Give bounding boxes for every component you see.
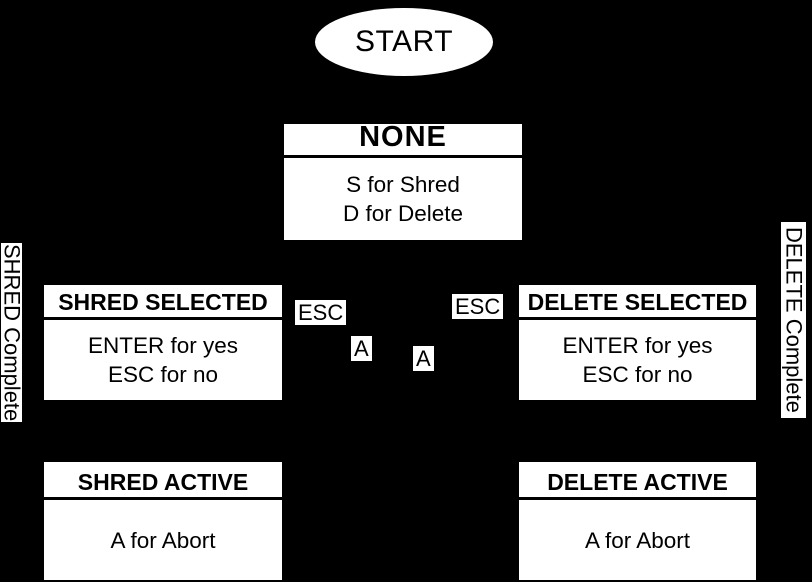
state-none-line1: S for Shred — [346, 172, 460, 197]
state-delete-active-line1: A for Abort — [584, 527, 691, 553]
edge-label-esc-left: ESC — [295, 300, 347, 325]
state-delete-selected-line1: ENTER for yes — [562, 333, 713, 358]
state-delete-selected-line2: ESC for no — [582, 362, 693, 387]
state-none-title: NONE — [284, 121, 522, 158]
state-shred-selected-line2: ESC for no — [107, 362, 219, 387]
state-delete-selected-body: ENTER for yes ESC for no — [519, 320, 756, 400]
state-delete-selected: DELETE SELECTED ENTER for yes ESC for no — [519, 285, 756, 400]
state-delete-active-body: A for Abort — [519, 500, 756, 580]
state-delete-active: DELETE ACTIVE A for Abort — [519, 462, 756, 580]
state-shred-active-line1: A for Abort — [110, 527, 216, 553]
state-none: NONE S for Shred D for Delete — [284, 121, 522, 240]
state-delete-selected-title: DELETE SELECTED — [519, 285, 756, 320]
state-shred-active-body: A for Abort — [44, 500, 282, 580]
state-none-body: S for Shred D for Delete — [284, 158, 522, 240]
state-delete-active-title: DELETE ACTIVE — [519, 462, 756, 500]
state-shred-selected-body: ENTER for yes ESC for no — [44, 320, 282, 400]
start-node: START — [315, 8, 493, 76]
state-shred-selected: SHRED SELECTED ENTER for yes ESC for no — [44, 285, 282, 400]
edge-label-a-right: A — [413, 346, 434, 371]
edge-label-a-left: A — [351, 336, 372, 361]
state-shred-selected-title: SHRED SELECTED — [44, 285, 282, 320]
edge-label-esc-right: ESC — [452, 294, 504, 319]
start-node-label: START — [354, 25, 454, 58]
side-label-delete-complete: DELETE Complete — [781, 222, 807, 418]
state-shred-active-title: SHRED ACTIVE — [44, 462, 282, 500]
state-shred-active: SHRED ACTIVE A for Abort — [44, 462, 282, 580]
side-label-shred-complete: SHRED Complete — [0, 243, 25, 422]
state-none-line2: D for Delete — [342, 201, 464, 226]
state-shred-selected-line1: ENTER for yes — [87, 333, 239, 358]
